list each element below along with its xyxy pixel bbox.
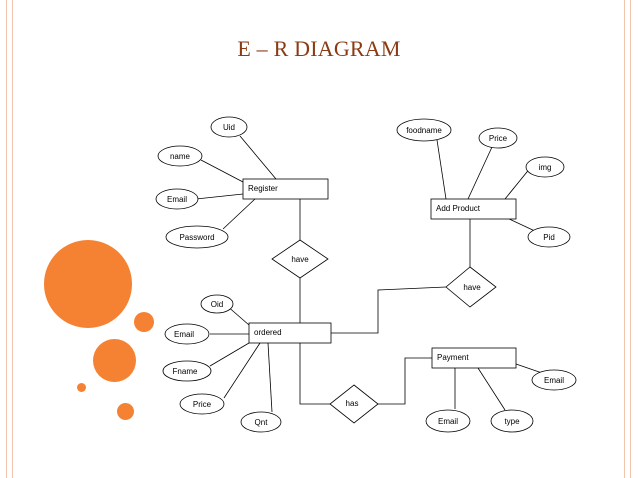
- attribute-product-pid: Pid: [527, 226, 571, 248]
- entity-add-product: Add Product: [430, 198, 517, 220]
- svg-text:Email: Email: [544, 376, 564, 385]
- svg-text:type: type: [504, 417, 520, 426]
- relationship-have-right: have: [445, 266, 497, 308]
- svg-text:foodname: foodname: [406, 126, 442, 135]
- svg-text:Email: Email: [174, 330, 194, 339]
- decor-circle-large: [44, 240, 132, 328]
- attribute-payment-email: Email: [425, 409, 471, 433]
- entity-ordered: ordered: [248, 322, 332, 344]
- relationship-have-right-label: have: [463, 283, 481, 292]
- attribute-register-email: Email: [155, 188, 199, 210]
- svg-text:Password: Password: [179, 233, 214, 242]
- relationship-has-label: has: [346, 399, 359, 408]
- entity-register-label: Register: [248, 184, 278, 193]
- attribute-product-price: Price: [478, 127, 518, 149]
- svg-text:Email: Email: [438, 417, 458, 426]
- svg-text:Oid: Oid: [211, 300, 223, 309]
- svg-text:Pid: Pid: [543, 233, 555, 242]
- decor-circle-small-2: [117, 403, 134, 420]
- attribute-payment-type: type: [490, 409, 534, 433]
- attribute-ordered-oid: Oid: [200, 294, 234, 314]
- svg-text:Email: Email: [167, 195, 187, 204]
- decor-circle-small: [77, 383, 86, 392]
- attribute-ordered-fname: Fname: [162, 360, 212, 382]
- svg-text:Fname: Fname: [173, 367, 198, 376]
- entity-add-product-label: Add Product: [436, 204, 481, 213]
- svg-text:Price: Price: [193, 400, 212, 409]
- attribute-product-img: img: [525, 156, 565, 178]
- entity-register: Register: [242, 178, 329, 200]
- attribute-payment-email-right: Email: [531, 369, 577, 391]
- left-border-line-inner: [12, 0, 13, 478]
- decor-circle-medium-2: [93, 339, 136, 382]
- attribute-register-password: Password: [165, 225, 229, 249]
- decor-circle-medium: [134, 312, 154, 332]
- left-border-line: [6, 0, 7, 478]
- attribute-register-uid: Uid: [210, 116, 248, 138]
- relationship-have-left-label: have: [291, 255, 309, 264]
- relationship-have-left: have: [271, 239, 329, 279]
- entity-ordered-label: ordered: [254, 328, 282, 337]
- attribute-register-name: name: [157, 145, 203, 167]
- svg-text:name: name: [170, 152, 191, 161]
- connector-lines: [195, 135, 546, 413]
- right-border-line: [624, 0, 625, 478]
- svg-text:Qnt: Qnt: [255, 418, 269, 427]
- entity-payment-label: Payment: [437, 353, 469, 362]
- relationship-has: has: [329, 384, 379, 424]
- right-border-line-outer: [630, 0, 631, 478]
- svg-text:Uid: Uid: [223, 123, 235, 132]
- entity-payment: Payment: [431, 347, 517, 369]
- svg-text:Price: Price: [489, 134, 508, 143]
- attribute-ordered-qnt: Qnt: [240, 411, 282, 433]
- attribute-ordered-email: Email: [164, 323, 210, 345]
- attribute-ordered-price: Price: [179, 393, 225, 415]
- svg-text:img: img: [539, 163, 552, 172]
- attribute-product-foodname: foodname: [396, 118, 452, 142]
- page-title: E – R DIAGRAM: [237, 36, 401, 61]
